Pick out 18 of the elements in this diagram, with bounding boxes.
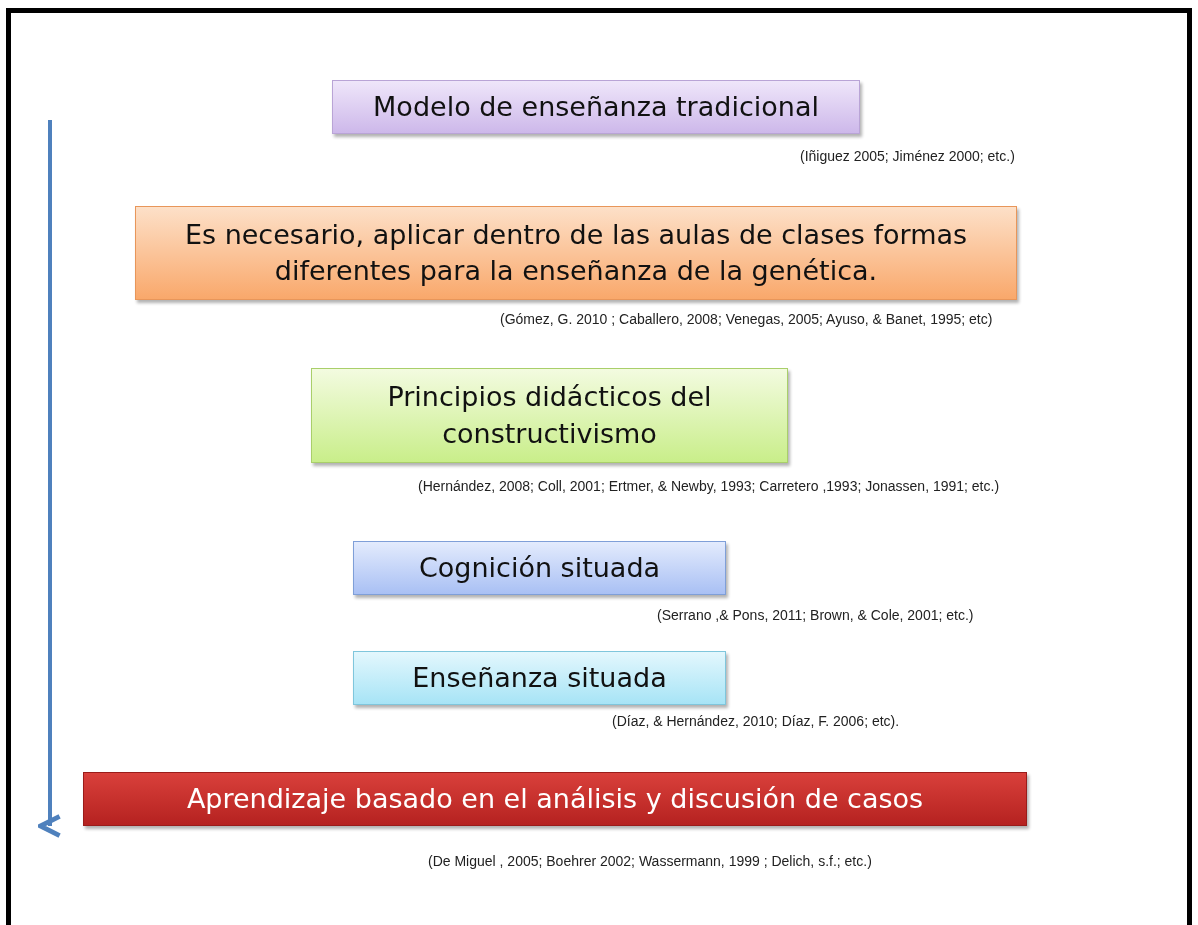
process-box (353, 651, 726, 705)
box-text: Modelo de enseñanza tradicional (373, 89, 819, 124)
process-box (135, 206, 1017, 300)
box-text: Enseñanza situada (412, 660, 667, 695)
process-box (332, 80, 860, 134)
citation: (Gómez, G. 2010 ; Caballero, 2008; Venegas, 2005; Ayuso, & Banet, 1995; etc) (500, 311, 993, 327)
box-text: Aprendizaje basado en el análisis y discusión de casos (186, 781, 924, 816)
citation: (Díaz, & Hernández, 2010; Díaz, F. 2006; etc). (612, 713, 900, 729)
box-text: Principios didácticos del constructivismo (386, 380, 713, 451)
process-box (353, 541, 726, 595)
citation: (Serrano ,& Pons, 2011; Brown, & Cole, 2001; etc.) (657, 607, 974, 623)
process-box (83, 772, 1027, 826)
citation: (De Miguel , 2005; Boehrer 2002; Wassermann, 1999 ; Delich, s.f.; etc.) (428, 853, 872, 869)
citation: (Hernández, 2008; Coll, 2001; Ertmer, & Newby, 1993; Carretero ,1993; Jonassen, 1991; etc.) (418, 478, 1000, 494)
box-text: Cognición situada (418, 550, 661, 585)
citation: (Iñiguez 2005; Jiménez 2000; etc.) (800, 148, 1015, 164)
box-text: Es necesario, aplicar dentro de las aulas de clases formas diferentes para la enseñanza de la genética. (183, 217, 969, 288)
process-box (311, 368, 788, 463)
